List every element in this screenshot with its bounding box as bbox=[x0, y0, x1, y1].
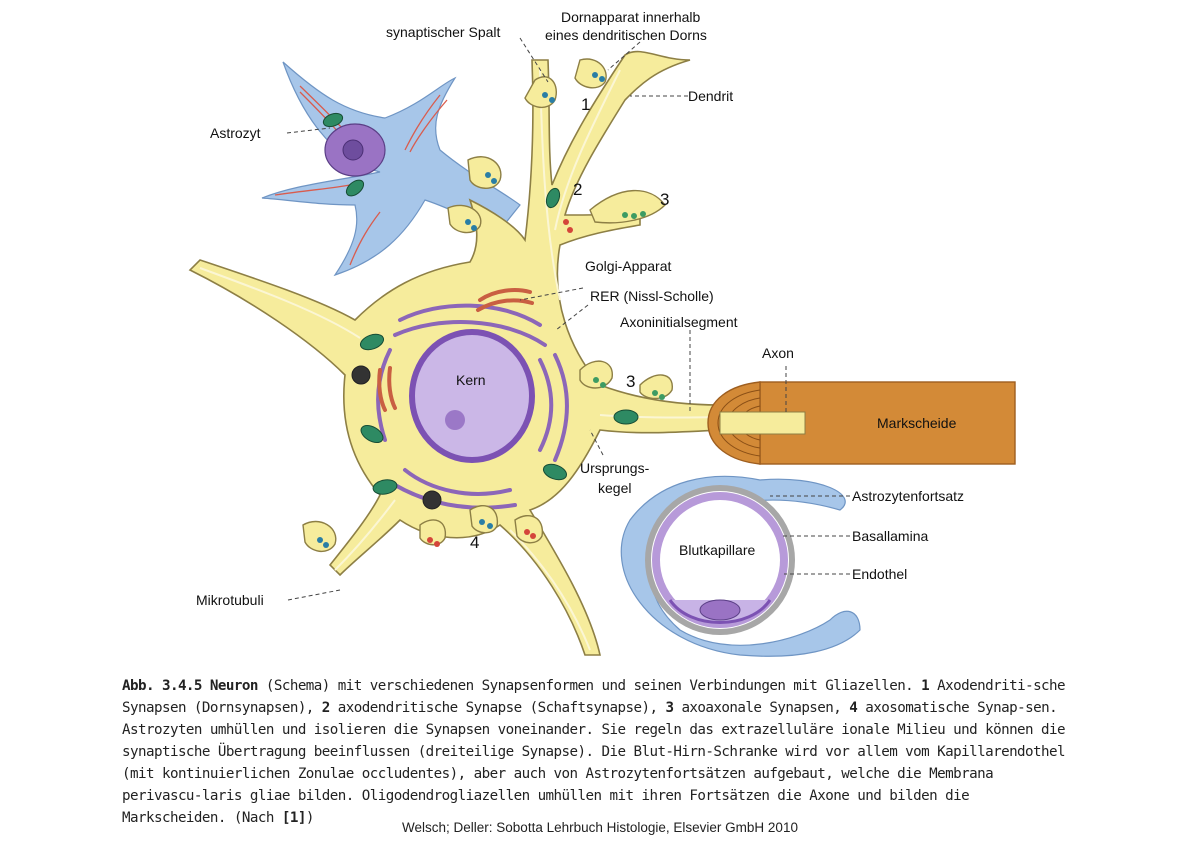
caption-bold-2: 2 bbox=[321, 700, 331, 716]
caption-text-6: ) bbox=[305, 810, 315, 826]
caption-text-4: axoaxonale Synapsen, bbox=[673, 700, 850, 716]
label-axon: Axon bbox=[762, 345, 794, 361]
source-credit: Welsch; Deller: Sobotta Lehrbuch Histolo… bbox=[402, 820, 798, 835]
caption-text-3: axodendritische Synapse (Schaftsynapse), bbox=[329, 700, 666, 716]
synapse-terminals bbox=[302, 58, 673, 552]
caption-text-1: (Schema) mit verschiedenen Synapsenforme… bbox=[257, 678, 922, 694]
axon-myelin bbox=[707, 381, 1016, 465]
label-dendrite: Dendrit bbox=[688, 88, 733, 104]
caption-title: Abb. 3.4.5 Neuron bbox=[122, 678, 258, 694]
label-basal-lamina: Basallamina bbox=[852, 528, 928, 544]
label-golgi: Golgi-Apparat bbox=[585, 258, 671, 274]
label-axon-initial-segment: Axoninitialsegment bbox=[620, 314, 738, 330]
label-capillary: Blutkapillare bbox=[679, 542, 755, 558]
label-microtubules: Mikrotubuli bbox=[196, 592, 264, 608]
number-1: 1 bbox=[581, 95, 590, 114]
caption-text-5: axosomatische Synap-sen. Astrozyten umhü… bbox=[122, 700, 1066, 826]
number-2: 2 bbox=[573, 180, 582, 199]
number-4: 4 bbox=[470, 533, 479, 552]
leader-lines bbox=[286, 37, 850, 601]
label-axon-hillock-2: kegel bbox=[598, 480, 631, 496]
label-spine-apparatus-1: Dornapparat innerhalb bbox=[561, 9, 701, 25]
label-spine-apparatus-2: eines dendritischen Dorns bbox=[545, 27, 707, 43]
label-astrocyte: Astrozyt bbox=[210, 125, 261, 141]
label-nucleus: Kern bbox=[456, 372, 486, 388]
label-axon-hillock-1: Ursprungs- bbox=[580, 460, 650, 476]
label-endothelium: Endothel bbox=[852, 566, 907, 582]
caption-bold-4: 4 bbox=[849, 700, 858, 716]
label-rer: RER (Nissl-Scholle) bbox=[590, 288, 714, 304]
neuron-diagram: synaptischer Spalt Dornapparat innerhalb… bbox=[188, 9, 1016, 657]
number-3-top: 3 bbox=[660, 190, 669, 209]
label-synaptic-cleft: synaptischer Spalt bbox=[386, 24, 501, 40]
astrocyte-cell bbox=[261, 61, 521, 277]
label-myelin: Markscheide bbox=[877, 415, 957, 431]
capillary bbox=[620, 475, 861, 657]
caption-bold-5: [1] bbox=[281, 810, 307, 826]
figure-caption: Abb. 3.4.5 Neuron (Schema) mit verschied… bbox=[122, 675, 1072, 829]
caption-bold-1: 1 bbox=[921, 678, 930, 694]
label-astrocyte-process: Astrozytenfortsatz bbox=[852, 488, 964, 504]
caption-text-2: Axodendriti-sche Synapsen (Dornsynapsen)… bbox=[122, 678, 1066, 716]
caption-bold-3: 3 bbox=[665, 700, 674, 716]
neuron-cell bbox=[188, 50, 721, 656]
number-3-bottom: 3 bbox=[626, 372, 635, 391]
